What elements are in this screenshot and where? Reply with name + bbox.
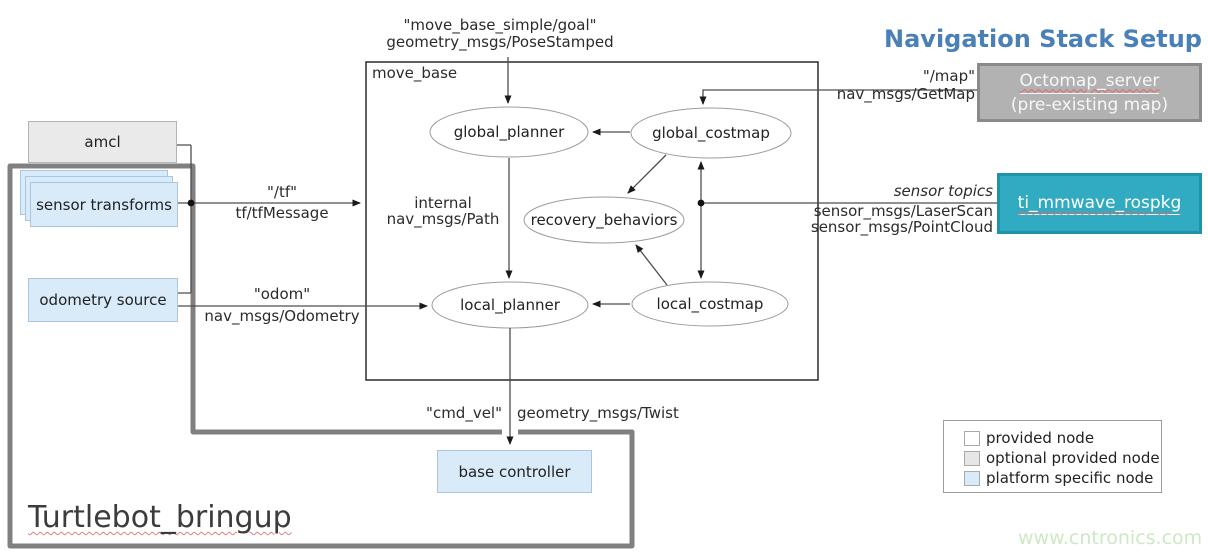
map-type-label: nav_msgs/GetMap: [836, 85, 975, 103]
map-topic-label: "/map": [922, 67, 975, 85]
recovery-behaviors-ellipse: [523, 196, 685, 244]
page-title: Navigation Stack Setup: [884, 25, 1202, 53]
goal-type-label: geometry_msgs/PoseStamped: [386, 33, 614, 51]
legend-item-optional: optional provided node: [964, 448, 1161, 468]
sensor-transforms-node: sensor transforms: [30, 182, 178, 227]
internal-label: internal: [414, 194, 472, 212]
internal-type-label: nav_msgs/Path: [386, 210, 500, 228]
cmdvel-topic-label: "cmd_vel": [426, 404, 502, 422]
legend-label: platform specific node: [986, 469, 1154, 487]
edge-gc-rb-arrow: [627, 154, 667, 194]
octomap-server-label: Octomap_server: [1019, 70, 1160, 94]
octomap-server-sublabel: (pre-existing map): [1010, 94, 1169, 115]
provided-node-swatch: [964, 430, 980, 446]
odom-type-label: nav_msgs/Odometry: [204, 307, 360, 325]
edge-lc-rb-arrow: [635, 244, 668, 286]
amcl-label: amcl: [84, 133, 121, 151]
global-costmap-ellipse: [630, 107, 792, 159]
global-planner-ellipse: [429, 106, 589, 158]
edge-tf-collector: [177, 144, 192, 294]
sensor-junction-dot: [697, 199, 705, 207]
odometry-source-label: odometry source: [39, 291, 167, 309]
global-planner-label: global_planner: [453, 123, 565, 141]
base-controller-node: base controller: [437, 450, 592, 493]
edge-map-arrow: [699, 89, 977, 105]
turtlebot-bringup-border: [7, 163, 635, 549]
local-planner-label: local_planner: [460, 296, 560, 314]
sensor-transforms-label: sensor transforms: [36, 195, 172, 214]
cmdvel-type-label: geometry_msgs/Twist: [517, 404, 679, 422]
goal-topic-label: "move_base_simple/goal": [403, 16, 597, 34]
tf-topic-label: "/tf": [266, 183, 297, 201]
local-costmap-label: local_costmap: [656, 295, 764, 313]
sensor-topics-label: sensor topics: [893, 182, 993, 200]
legend-label: optional provided node: [986, 449, 1160, 467]
watermark: www.cntronics.com: [1018, 527, 1203, 549]
optional-node-swatch: [964, 450, 980, 466]
legend-item-provided: provided node: [964, 428, 1161, 448]
octomap-server-node: Octomap_server (pre-existing map): [977, 63, 1202, 122]
move-base-label: move_base: [372, 64, 458, 82]
legend-item-platform: platform specific node: [964, 468, 1161, 488]
tf-type-label: tf/tfMessage: [235, 204, 329, 222]
base-controller-label: base controller: [458, 462, 571, 481]
turtlebot-bringup-label: Turtlebot_bringup: [28, 500, 292, 535]
ti-mmwave-node: ti_mmwave_rospkg: [997, 173, 1202, 234]
local-costmap-ellipse: [631, 281, 789, 327]
recovery-behaviors-label: recovery_behaviors: [530, 211, 678, 229]
tf-junction-dot: [187, 199, 195, 207]
legend-label: provided node: [986, 429, 1095, 447]
ti-mmwave-label: ti_mmwave_rospkg: [1017, 192, 1182, 215]
platform-node-swatch: [964, 470, 980, 486]
legend: provided node optional provided node pla…: [943, 420, 1162, 493]
sensor-type1-label: sensor_msgs/LaserScan: [813, 202, 993, 220]
sensor-type2-label: sensor_msgs/PointCloud: [810, 218, 993, 236]
global-costmap-label: global_costmap: [652, 124, 770, 142]
amcl-node: amcl: [28, 121, 177, 163]
odom-topic-label: "odom": [253, 285, 311, 303]
odometry-source-node: odometry source: [28, 278, 178, 322]
